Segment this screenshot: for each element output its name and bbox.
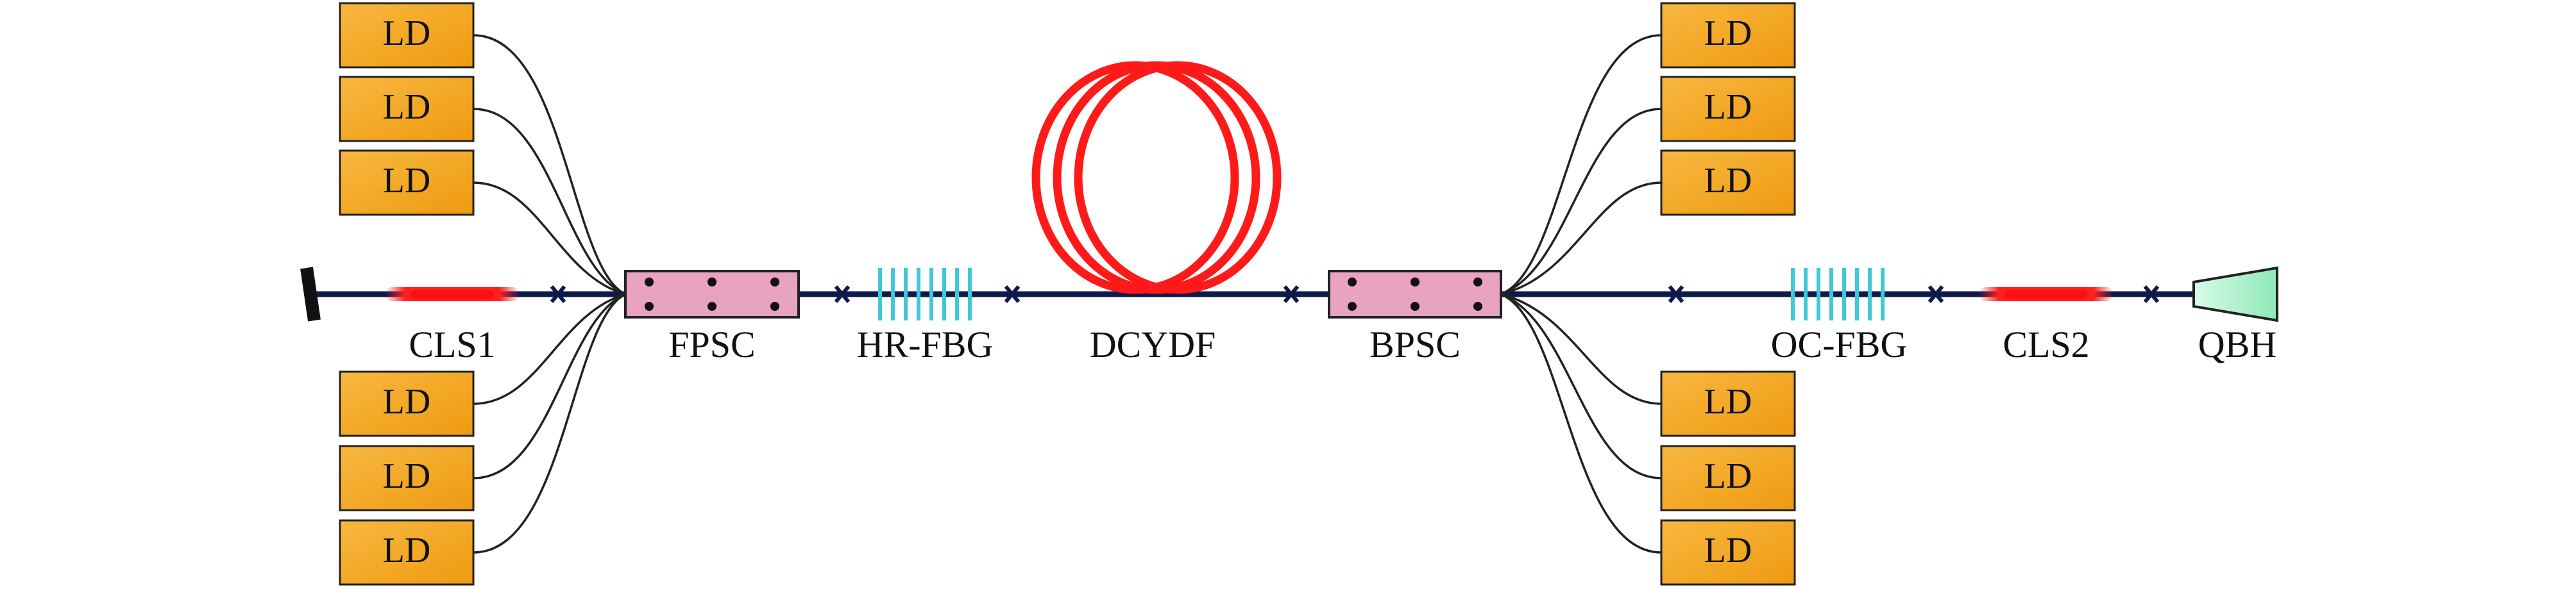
ld-box: LD	[1660, 2, 1796, 69]
right-pump-fibers	[1500, 34, 1662, 554]
label-fpsc: FPSC	[668, 324, 755, 365]
label-bpsc: BPSC	[1369, 324, 1461, 365]
qbh-connector	[2192, 266, 2278, 322]
ld-box: LD	[339, 519, 475, 586]
svg-text:LD: LD	[383, 161, 431, 201]
cls1	[385, 287, 520, 301]
label-cls1: CLS1	[409, 324, 495, 365]
ld-box: LD	[339, 76, 475, 142]
svg-text:LD: LD	[1704, 382, 1752, 422]
x-mark-icon	[1668, 285, 1684, 303]
svg-text:LD: LD	[1704, 456, 1752, 496]
svg-text:LD: LD	[1704, 531, 1752, 570]
svg-text:LD: LD	[1704, 87, 1752, 127]
hr-fbg	[878, 268, 972, 320]
x-mark-icon	[1004, 285, 1021, 303]
label-hr-fbg: HR-FBG	[857, 324, 994, 365]
ld-box: LD	[1660, 370, 1796, 437]
svg-text:LD: LD	[1704, 161, 1752, 201]
svg-text:LD: LD	[383, 382, 431, 422]
ld-box: LD	[1660, 519, 1796, 586]
label-cls2: CLS2	[2003, 324, 2089, 365]
x-mark-icon	[550, 285, 566, 303]
ld-box: LD	[1660, 149, 1796, 216]
fiber-end-cap-icon	[300, 267, 321, 322]
ld-box: LD	[1660, 445, 1796, 511]
label-dcydf: DCYDF	[1090, 324, 1216, 365]
ld-box: LD	[1660, 76, 1796, 142]
fpsc-combiner	[624, 270, 800, 319]
label-oc-fbg: OC-FBG	[1771, 324, 1908, 365]
svg-text:LD: LD	[383, 13, 431, 53]
x-mark-icon	[834, 285, 851, 303]
svg-text:LD: LD	[383, 531, 431, 570]
svg-text:LD: LD	[1704, 13, 1752, 53]
ld-box: LD	[339, 445, 475, 511]
svg-text:LD: LD	[383, 456, 431, 496]
x-mark-icon	[1928, 285, 1944, 303]
ld-box: LD	[339, 370, 475, 437]
ld-box: LD	[339, 2, 475, 69]
label-qbh: QBH	[2198, 324, 2276, 365]
bpsc-combiner	[1328, 270, 1502, 319]
x-mark-icon	[2143, 285, 2160, 303]
cls2	[1979, 287, 2114, 301]
oc-fbg	[1791, 268, 1885, 320]
dcydf-coil	[1031, 61, 1282, 294]
svg-text:LD: LD	[383, 87, 431, 127]
ld-box: LD	[339, 149, 475, 216]
x-mark-icon	[1283, 285, 1300, 303]
left-pump-fibers	[473, 34, 626, 554]
